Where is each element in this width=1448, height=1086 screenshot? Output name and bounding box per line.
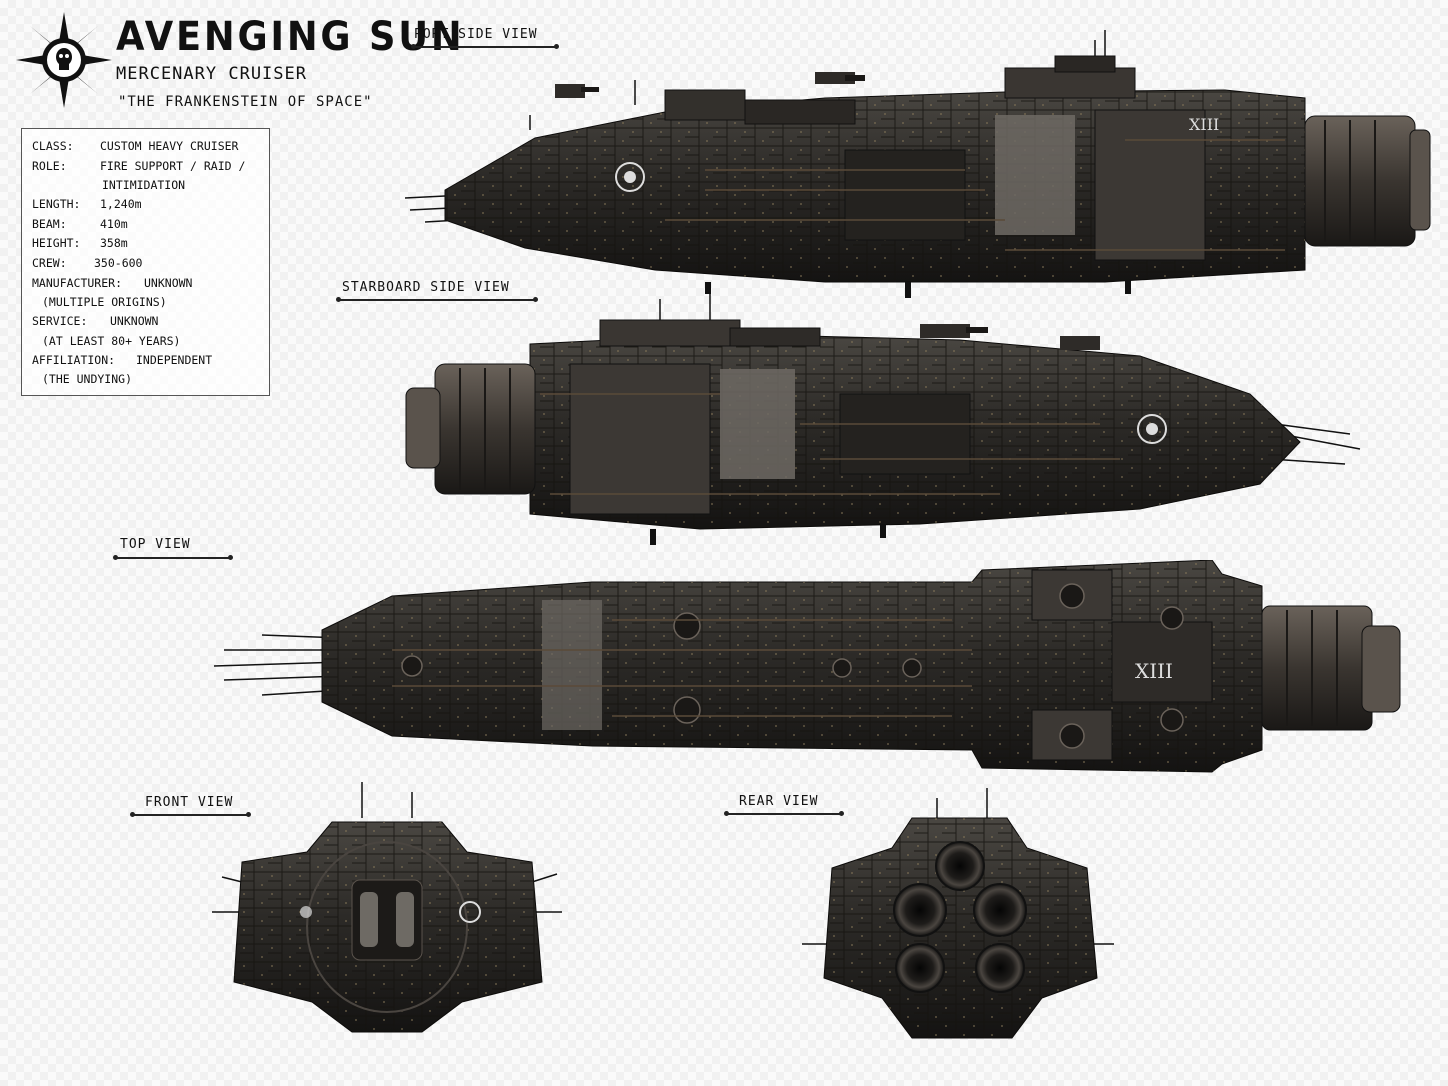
- spec-role-cont: INTIMIDATION: [102, 178, 186, 193]
- rear-view-label: REAR VIEW: [739, 794, 819, 809]
- spec-label: HEIGHT:: [32, 236, 81, 251]
- spec-height: HEIGHT: 358m: [32, 234, 259, 254]
- spec-label: MANUFACTURER:: [32, 275, 123, 290]
- spec-affiliation-cont: (THE UNDYING): [42, 372, 133, 387]
- spec-label: BEAM:: [32, 216, 67, 231]
- port-view-label: PORT SIDE VIEW: [414, 27, 538, 42]
- spec-value: 350-600: [94, 255, 143, 270]
- front-view-underline: [130, 812, 251, 817]
- spec-value: 1,240m: [100, 197, 142, 212]
- spec-value: INDEPENDENT: [136, 352, 213, 367]
- front-view-label: FRONT VIEW: [145, 795, 234, 810]
- starboard-view-underline: [336, 297, 538, 302]
- top-hull-numeral: XIII: [1135, 659, 1173, 683]
- rear-view-ship: [802, 788, 1117, 1050]
- spec-value: UNKNOWN: [144, 275, 193, 290]
- tagline: "THE FRANKENSTEIN OF SPACE": [118, 94, 373, 110]
- hull-numeral: XIII: [1189, 115, 1219, 134]
- starboard-side-view-ship: [400, 284, 1365, 552]
- spec-service-cont: (AT LEAST 80+ YEARS): [42, 333, 181, 348]
- spec-label: SERVICE:: [32, 314, 88, 329]
- spec-label: LENGTH:: [32, 197, 81, 212]
- spec-length: LENGTH: 1,240m: [32, 195, 259, 215]
- page-title: AVENGING SUN: [116, 14, 465, 60]
- spec-label: AFFILIATION:: [32, 352, 116, 367]
- spec-role: ROLE: FIRE SUPPORT / RAID /: [32, 157, 259, 177]
- top-view-label: TOP VIEW: [120, 537, 191, 552]
- spec-value: 358m: [100, 236, 128, 251]
- spec-panel: CLASS: CUSTOM HEAVY CRUISER ROLE: FIRE SUP…: [21, 128, 270, 396]
- spec-manufacturer: MANUFACTURER: UNKNOWN: [32, 274, 259, 294]
- spec-crew: CREW: 350-600: [32, 254, 259, 274]
- skull-sun-emblem-icon: [16, 12, 112, 108]
- top-view-underline: [113, 555, 233, 560]
- front-view-ship: [212, 782, 562, 1044]
- page-subtitle: MERCENARY CRUISER: [116, 64, 307, 84]
- starboard-view-label: STARBOARD SIDE VIEW: [342, 280, 510, 295]
- spec-value: CUSTOM HEAVY CRUISER: [100, 139, 239, 153]
- spec-class: CLASS: CUSTOM HEAVY CRUISER: [32, 137, 259, 157]
- spec-label: CLASS:: [32, 139, 74, 153]
- spec-value: FIRE SUPPORT / RAID /: [100, 158, 246, 173]
- port-side-view-ship: XIII: [405, 20, 1440, 305]
- spec-manufacturer-cont: (MULTIPLE ORIGINS): [42, 295, 167, 310]
- spec-value: UNKNOWN: [110, 314, 159, 329]
- spec-label: ROLE:: [32, 158, 67, 173]
- top-view-ship: XIII: [212, 560, 1407, 780]
- spec-value: 410m: [100, 216, 128, 231]
- spec-service: SERVICE: UNKNOWN: [32, 312, 259, 332]
- spec-beam: BEAM: 410m: [32, 215, 259, 235]
- port-view-underline: [411, 44, 559, 49]
- rear-view-underline: [724, 811, 844, 816]
- spec-affiliation: AFFILIATION: INDEPENDENT: [32, 351, 259, 371]
- spec-label: CREW:: [32, 255, 67, 270]
